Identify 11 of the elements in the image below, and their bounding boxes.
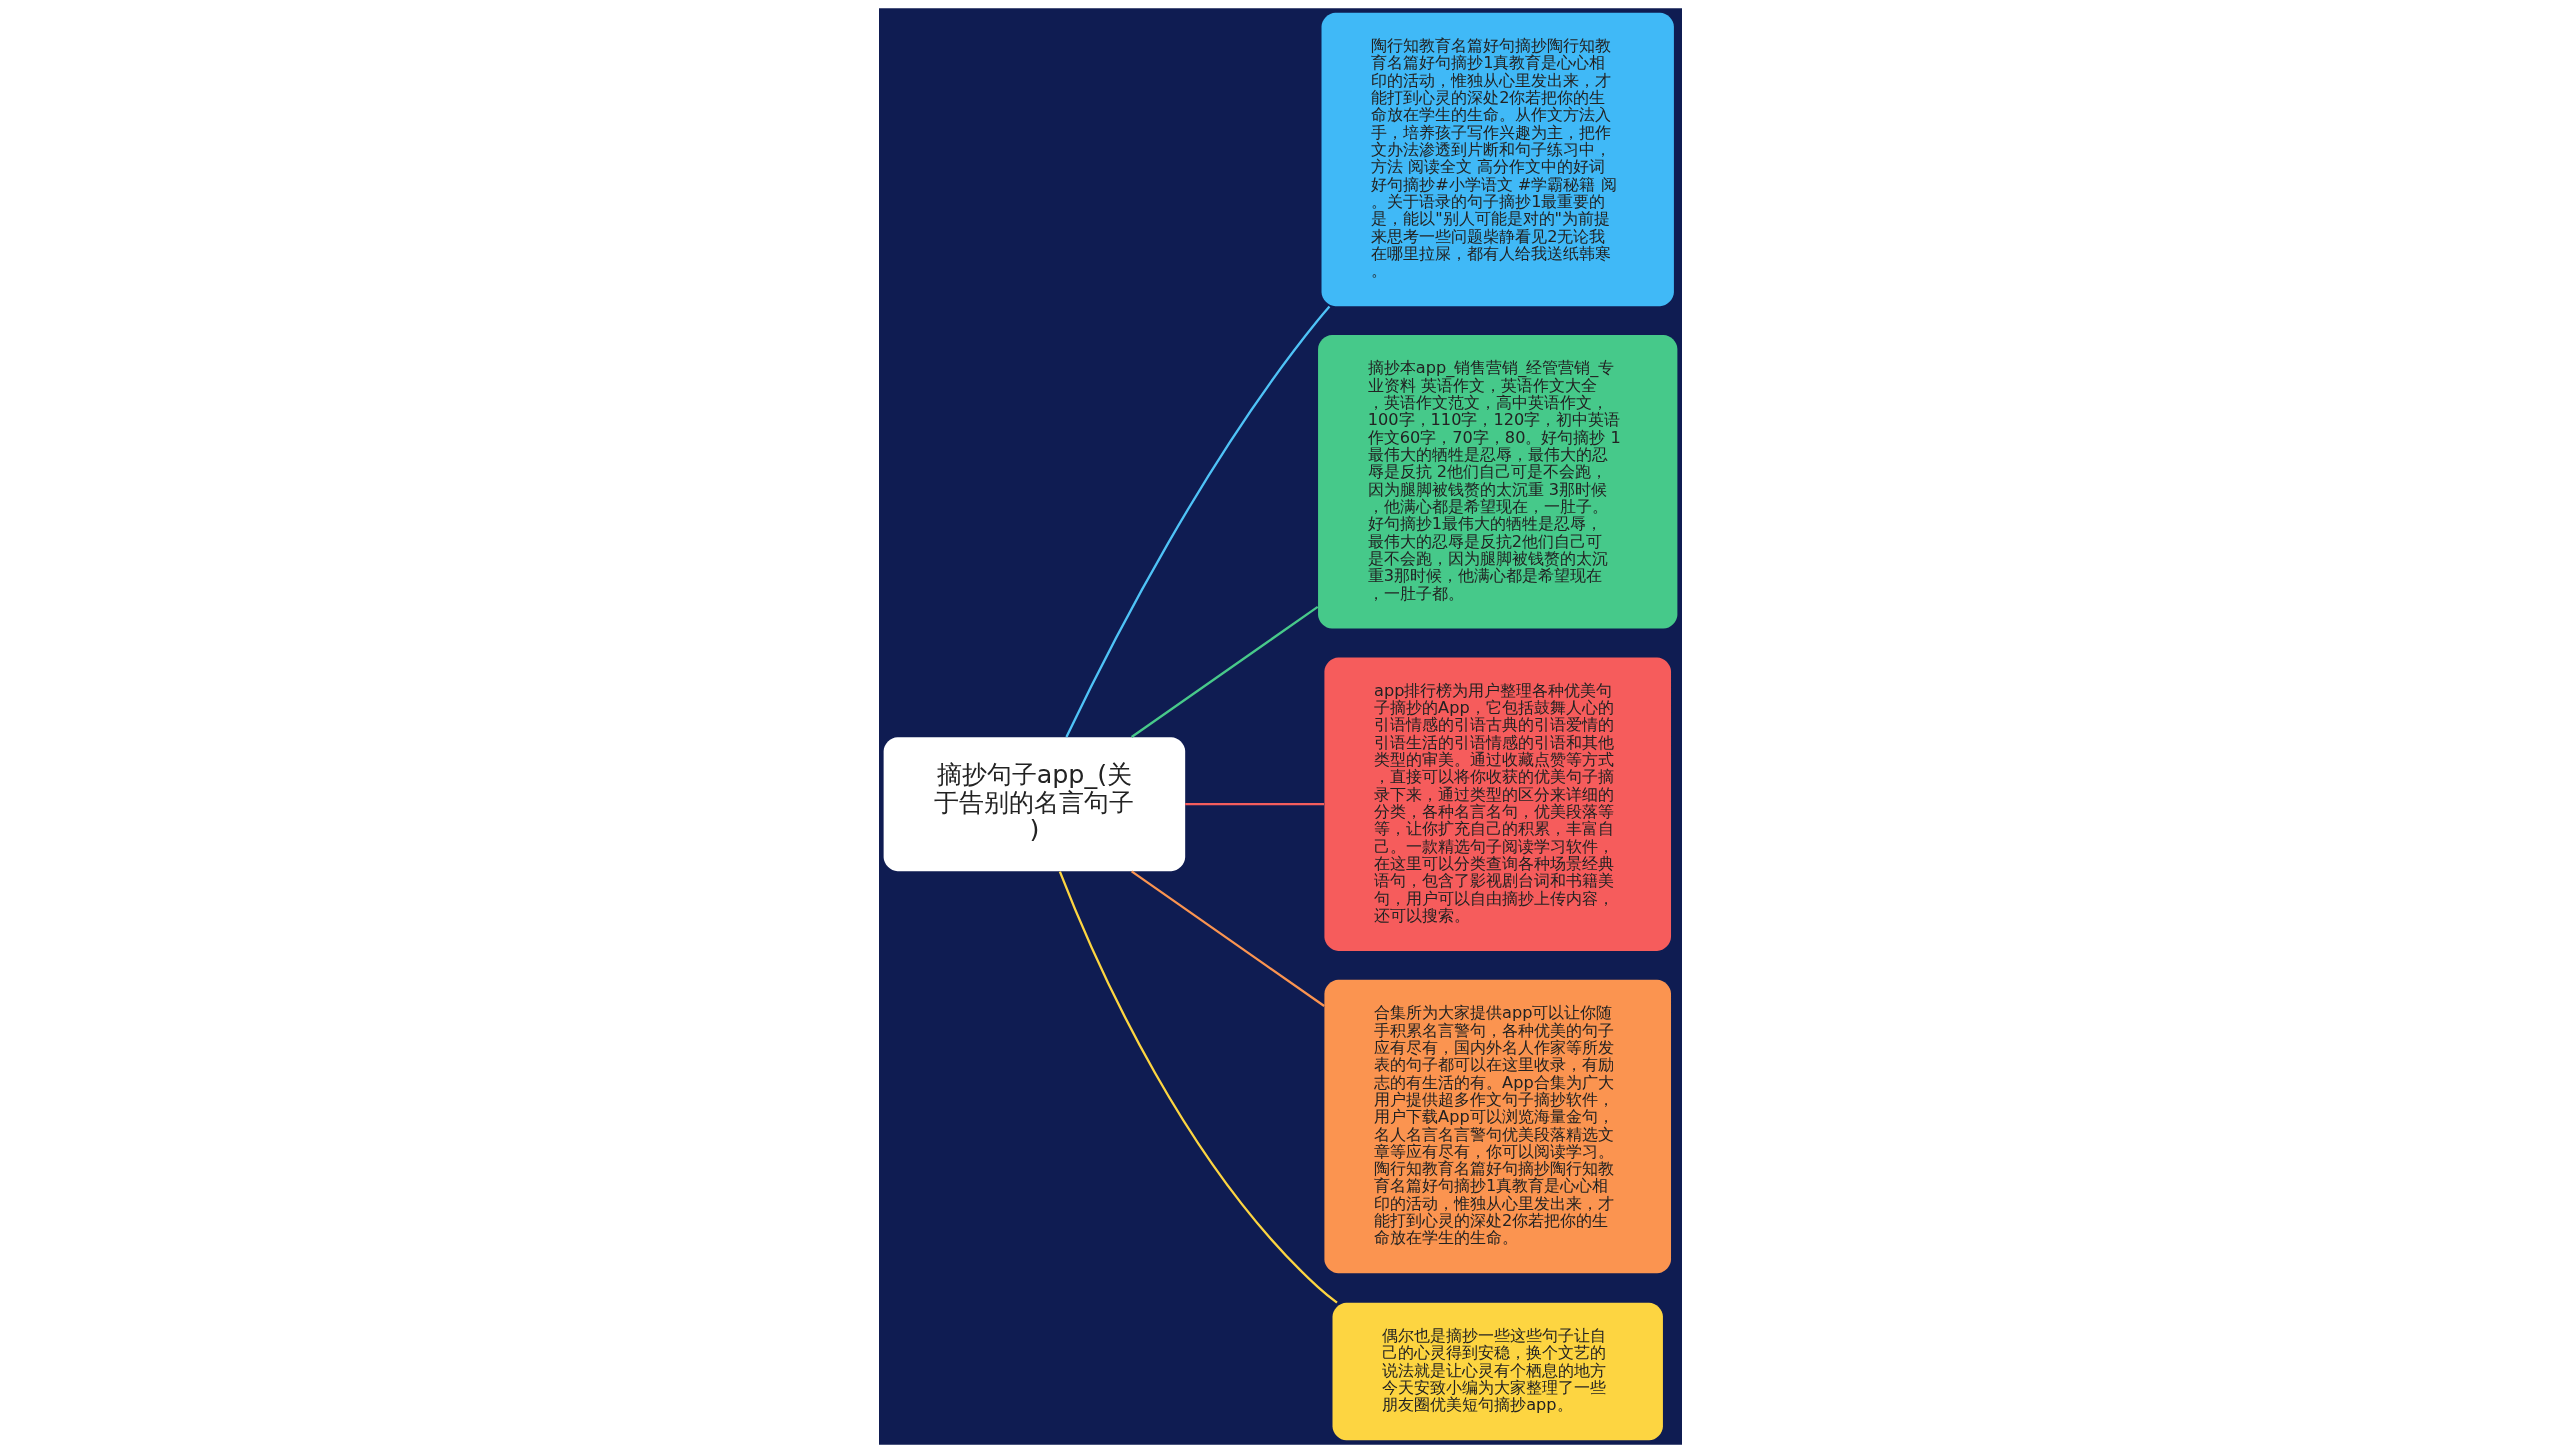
connector — [1064, 305, 1330, 738]
node-box: 摘抄句子app_(关于告别的名言句子) — [883, 737, 1185, 872]
node-box: app排行榜为用户整理各种优美句子摘抄的App，它包括鼓舞人心的引语情感的引语古典的引语爱情的引语生活的引语情感的引语和其他类型的审美。通过收藏点赞等方式，直接可以将你收获的优美句子摘录下来，通过类型的区分来详细的分类，各种名言名句，优美段落等等，让你扩充自己的积累，丰富自己。一款精选句子阅读学习软件，在这里可以分类查询各种场景经典语句，包含了影视剧台词和书籍美句，用户可以自由摘抄上传内容，还可以搜索。 — [1323, 657, 1671, 951]
connector — [1130, 605, 1318, 738]
connector — [1130, 870, 1325, 1007]
node-box: 陶行知教育名篇好句摘抄陶行知教育名篇好句摘抄1真教育是心心相印的活动，惟独从心里发出来，才能打到心灵的深处2你若把你的生命放在学生的生命。从作文方法入手，培养孩子写作兴趣为主，把作文办法渗透到片断和句子练习中，方法 阅读全文 高分作文中的好词好句摘抄#小学语文 #学霸秘籍 阅。关于语录的句子摘抄1最重要的是，能以"别人可能是对的"为前提来思考一些问题柴静看见2无论我在哪里拉屎，都有人给我送纸韩寒。 — [1321, 12, 1674, 307]
node-box: 摘抄本app_销售营销_经管营销_专业资料 英语作文，英语作文大全，英语作文范文，高中英语作文，100字，110字，120字，初中英语作文60字，70字，80。好句摘抄 1最伟大的牺牲是忍辱，最伟大的忍辱是反抗 2他们自己可是不会跑，因为腿脚被钱赘的太沉重 3那时候，他满心都是希望现在，一肚子。好句摘抄1最伟大的牺牲是忍辱，最伟大的忍辱是反抗2他们自己可是不会跑，因为腿脚被钱赘的太沉重3那时候，他满心都是希望现在，一肚子都。 — [1317, 335, 1677, 629]
node-box: 偶尔也是摘抄一些这些句子让自己的心灵得到安稳，换个文艺的说法就是让心灵有个栖息的地方今天安致小编为大家整理了一些朋友圈优美短句摘抄app。 — [1332, 1302, 1663, 1441]
node-box: 合集所为大家提供app可以让你随手积累名言警句，各种优美的句子应有尽有，国内外名人作家等所发表的句子都可以在这里收录，有励志的有生活的有。App合集为广大用户提供超多作文句子摘抄软件，用户下载App可以浏览海量金句，名人名言名言警句优美段落精选文章等应有尽有，你可以阅读学习。陶行知教育名篇好句摘抄陶行知教育名篇好句摘抄1真教育是心心相印的活动，惟独从心里发出来，才能打到心灵的深处2你若把你的生命放在学生的生命。 — [1323, 979, 1671, 1274]
connector — [1184, 803, 1324, 806]
connector — [1058, 871, 1338, 1304]
